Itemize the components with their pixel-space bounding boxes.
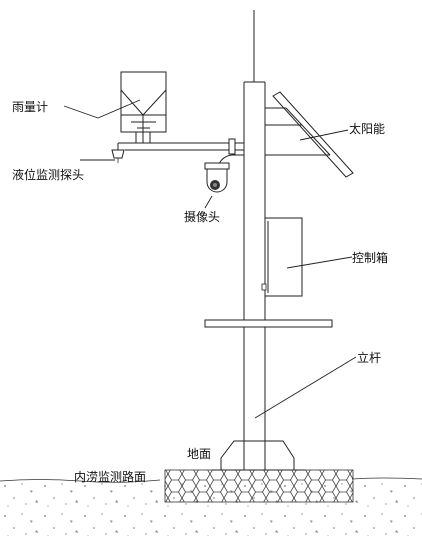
solar-panel-label: 太阳能 (349, 121, 385, 136)
leader-lines (63, 99, 357, 419)
control-box (261, 217, 303, 297)
rain-gauge (120, 71, 167, 143)
road-label: 内涝监测路面 (74, 469, 146, 484)
rain-gauge-label: 雨量计 (12, 100, 48, 114)
cross-arm (125, 138, 244, 155)
control-box-label: 控制箱 (352, 250, 388, 265)
pole-shaft (243, 81, 266, 470)
solar-panel (265, 91, 354, 178)
pole-foundation (212, 440, 305, 471)
level-probe (111, 142, 125, 163)
camera (204, 154, 244, 193)
camera-label: 摄像头 (184, 209, 220, 224)
ground-label: 地面 (187, 447, 211, 461)
pole-label: 立杆 (357, 350, 381, 365)
road-hex-layer (164, 469, 354, 503)
flange-plate (204, 319, 333, 328)
level-probe-label: 液位监测探头 (12, 167, 84, 182)
